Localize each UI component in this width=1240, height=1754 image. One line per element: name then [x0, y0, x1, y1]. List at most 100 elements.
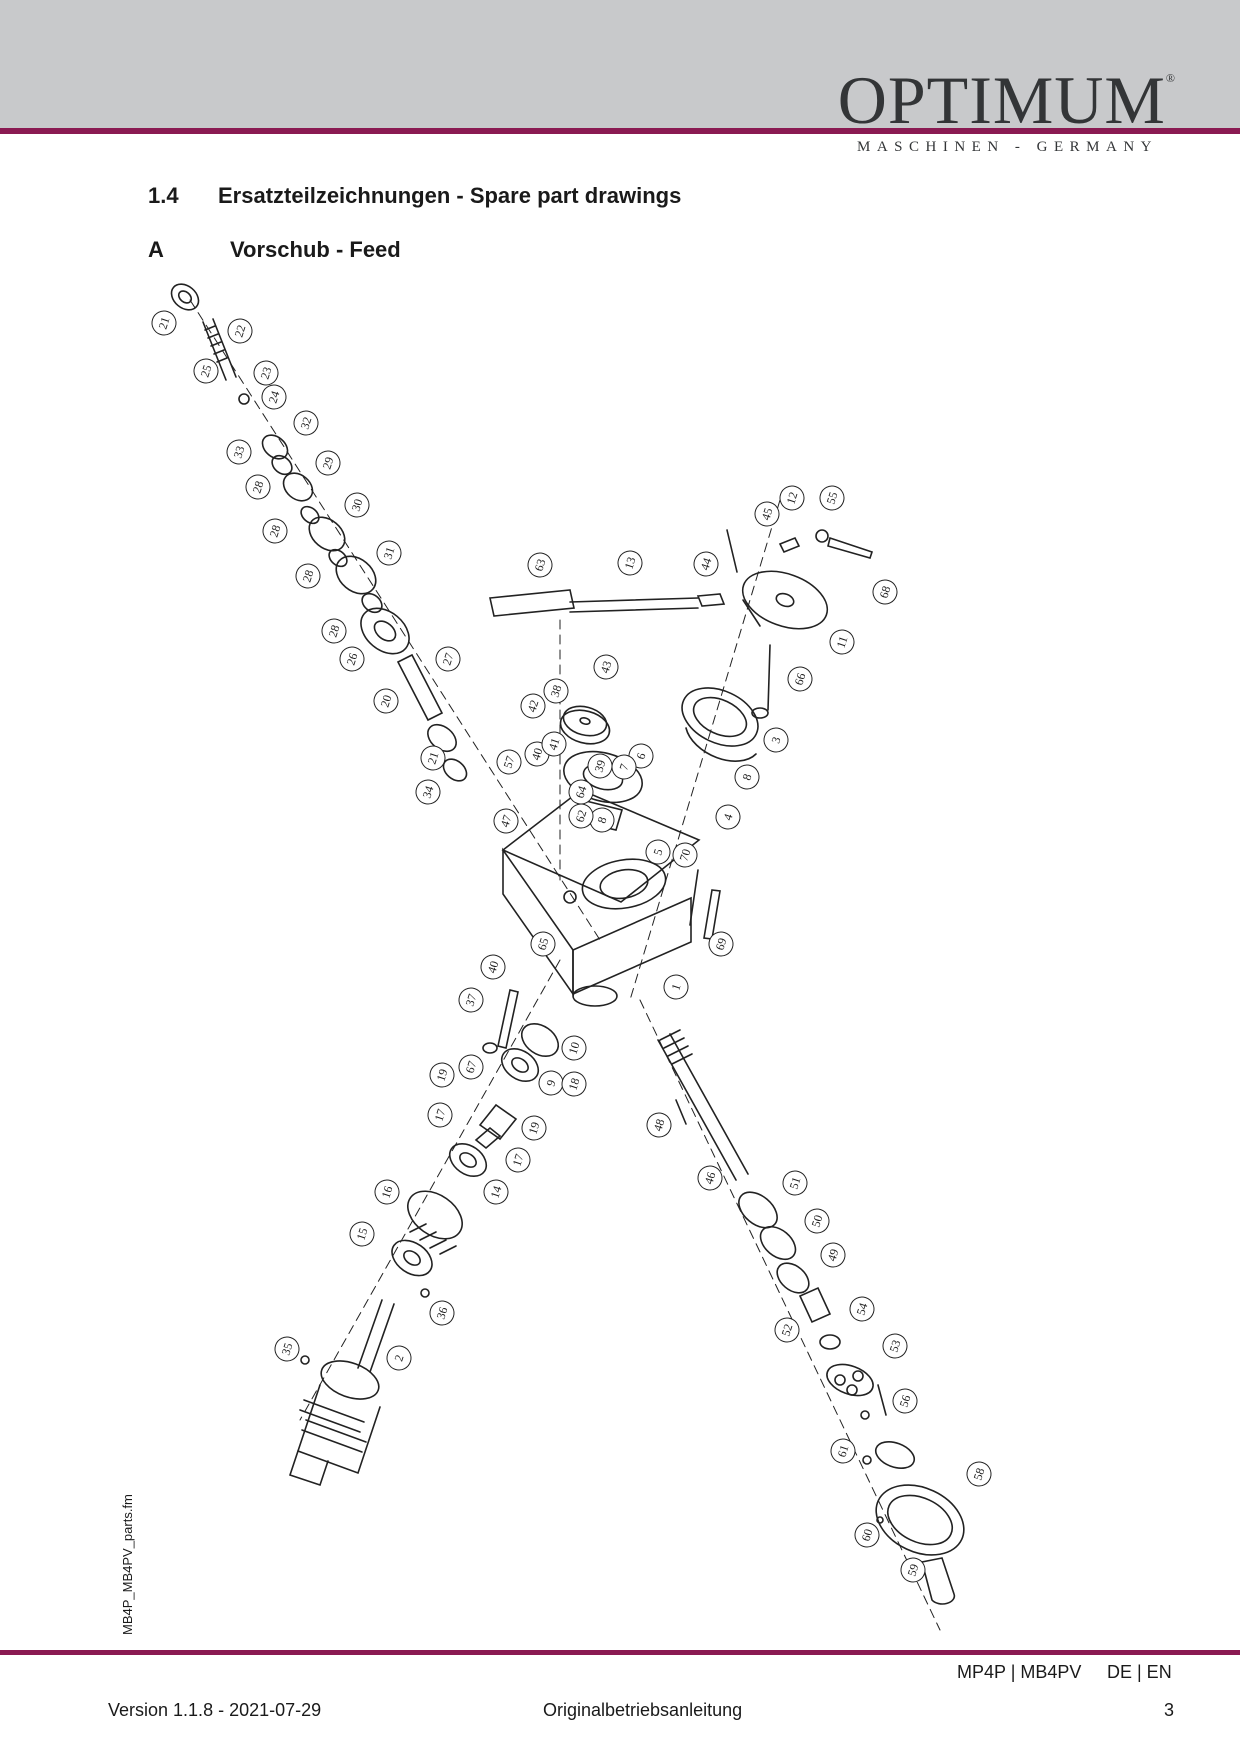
- part-callout: 34: [415, 779, 441, 805]
- callout-circle: [593, 654, 619, 680]
- part-number-label: 40: [484, 959, 501, 975]
- part-callout: 47: [493, 808, 519, 834]
- part-number-label: 31: [380, 545, 397, 561]
- callout-circle: [568, 779, 594, 805]
- part-callout: 41: [541, 731, 567, 757]
- part-number-label: 39: [591, 758, 608, 774]
- part-number-label: 60: [858, 1527, 875, 1543]
- callout-circle: [645, 839, 671, 865]
- callout-circle: [339, 646, 365, 672]
- part-number-label: 43: [597, 659, 614, 675]
- callout-circle: [830, 1438, 856, 1464]
- part-number-label: 25: [197, 363, 214, 379]
- callout-circle: [708, 931, 734, 957]
- part-callout: 67: [458, 1054, 484, 1080]
- part-number-label: 63: [531, 557, 548, 573]
- part-number-label: 54: [853, 1301, 870, 1317]
- subsection-letter: A: [148, 237, 164, 262]
- part-number-label: 8: [739, 772, 754, 782]
- part-number-label: 38: [547, 683, 564, 699]
- part-number-label: 14: [487, 1184, 504, 1200]
- part-callout: 31: [376, 540, 402, 566]
- callout-circle: [782, 1170, 808, 1196]
- part-number-label: 29: [319, 455, 336, 471]
- callout-circle: [527, 552, 553, 578]
- callout-circle: [617, 550, 643, 576]
- part-number-label: 61: [834, 1443, 851, 1459]
- part-callout: 9: [538, 1070, 564, 1096]
- callout-circle: [376, 540, 402, 566]
- callout-circle: [274, 1336, 300, 1362]
- callout-circle: [483, 1179, 509, 1205]
- part-number-label: 21: [424, 750, 441, 766]
- callout-circle: [496, 749, 522, 775]
- logo-text: OPTIMUM: [837, 62, 1166, 138]
- part-number-label: 17: [431, 1107, 448, 1123]
- callout-circle: [293, 410, 319, 436]
- part-callout: 68: [872, 579, 898, 605]
- part-number-label: 1: [668, 982, 683, 992]
- part-callout: 43: [593, 654, 619, 680]
- callout-circle: [321, 618, 347, 644]
- part-callout: 8: [589, 807, 615, 833]
- part-callout: 52: [774, 1317, 800, 1343]
- part-callout: 35: [274, 1336, 300, 1362]
- part-callout: 61: [830, 1438, 856, 1464]
- part-number-label: 48: [650, 1117, 667, 1133]
- part-callout: 32: [293, 410, 319, 436]
- callout-circle: [415, 779, 441, 805]
- callout-circle: [787, 666, 813, 692]
- part-callout: 33: [226, 439, 252, 465]
- part-number-label: 28: [325, 623, 342, 639]
- callout-circle: [663, 974, 689, 1000]
- part-number-label: 49: [824, 1247, 841, 1263]
- part-callout: 42: [520, 693, 546, 719]
- part-callout: 51: [782, 1170, 808, 1196]
- part-callout: 19: [521, 1115, 547, 1141]
- header-band: [0, 0, 1240, 130]
- callout-circle: [429, 1062, 455, 1088]
- part-number-label: 34: [419, 784, 436, 800]
- part-callout: 8: [734, 764, 760, 790]
- part-number-label: 56: [896, 1393, 913, 1409]
- part-callout: 16: [374, 1179, 400, 1205]
- part-number-label: 19: [525, 1120, 542, 1136]
- callout-circle: [521, 1115, 547, 1141]
- part-label-group: 1234567889101112131415161717181919202121…: [151, 310, 992, 1583]
- part-number-label: 37: [462, 992, 479, 1008]
- callout-circle: [505, 1147, 531, 1173]
- callout-circle: [900, 1557, 926, 1583]
- part-callout: 28: [295, 563, 321, 589]
- part-number-label: 16: [378, 1184, 395, 1200]
- callout-circle: [693, 551, 719, 577]
- callout-circle: [151, 310, 177, 336]
- callout-circle: [349, 1221, 375, 1247]
- part-callout: 63: [527, 552, 553, 578]
- part-callout: 37: [458, 987, 484, 1013]
- callout-circle: [734, 764, 760, 790]
- part-callout: 48: [646, 1112, 672, 1138]
- callout-circle: [226, 439, 252, 465]
- part-number-label: 70: [676, 847, 693, 863]
- callout-circle: [427, 1102, 453, 1128]
- part-callout: 60: [854, 1522, 880, 1548]
- callout-circle: [872, 579, 898, 605]
- callout-circle: [829, 629, 855, 655]
- part-callout: 64: [568, 779, 594, 805]
- part-number-label: 23: [257, 365, 274, 381]
- part-callout: 19: [429, 1062, 455, 1088]
- part-callout: 53: [882, 1333, 908, 1359]
- callout-circle: [849, 1296, 875, 1322]
- side-filename: MB4P_MB4PV_parts.fm: [120, 1494, 135, 1635]
- part-number-label: 17: [509, 1152, 526, 1168]
- part-callout: 1: [663, 974, 689, 1000]
- part-callout: 30: [344, 492, 370, 518]
- part-callout: 26: [339, 646, 365, 672]
- callout-circle: [315, 450, 341, 476]
- part-callout: 45: [754, 501, 780, 527]
- callout-circle: [458, 1054, 484, 1080]
- part-number-label: 53: [886, 1338, 903, 1354]
- part-callout: 36: [429, 1300, 455, 1326]
- callout-circle: [892, 1388, 918, 1414]
- part-callout: 13: [617, 550, 643, 576]
